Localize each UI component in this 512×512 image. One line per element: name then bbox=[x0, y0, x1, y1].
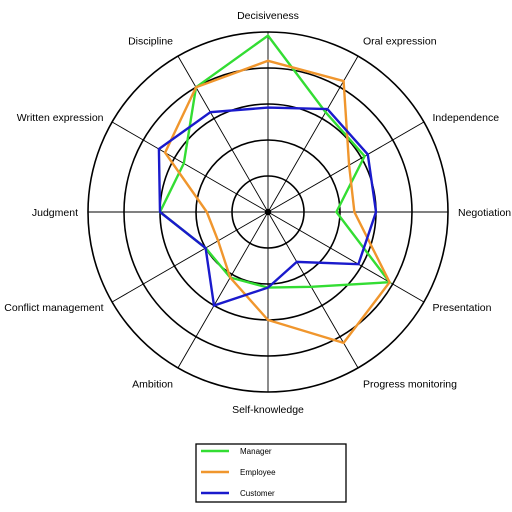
radar-series bbox=[157, 33, 392, 345]
axis-spoke bbox=[267, 211, 425, 303]
axis-spoke bbox=[267, 211, 359, 369]
axis-label: Conflict management bbox=[4, 302, 103, 314]
axis-label: Independence bbox=[433, 112, 500, 124]
axis-spoke bbox=[177, 211, 269, 369]
axis-label: Self-knowledge bbox=[232, 404, 304, 416]
axis-label: Oral expression bbox=[363, 36, 437, 48]
axis-label: Judgment bbox=[32, 207, 78, 219]
axis-label: Negotiation bbox=[458, 207, 511, 219]
axis-label: Decisiveness bbox=[237, 10, 299, 22]
axis-label: Discipline bbox=[128, 36, 173, 48]
axis-label: Progress monitoring bbox=[363, 379, 457, 391]
series-employee-line bbox=[163, 59, 392, 345]
axis-label: Presentation bbox=[433, 302, 492, 314]
axis-label: Ambition bbox=[132, 379, 173, 391]
legend-label-employee: Employee bbox=[240, 468, 276, 477]
axis-spoke bbox=[111, 211, 269, 303]
legend-label-manager: Manager bbox=[240, 447, 272, 456]
axis-spoke bbox=[111, 121, 269, 213]
series-customer-line bbox=[157, 106, 378, 308]
axis-label: Written expression bbox=[17, 112, 104, 124]
axis-spoke bbox=[177, 55, 269, 213]
axis-spoke bbox=[267, 121, 425, 213]
center-dot bbox=[264, 208, 272, 216]
legend-label-customer: Customer bbox=[240, 489, 275, 498]
